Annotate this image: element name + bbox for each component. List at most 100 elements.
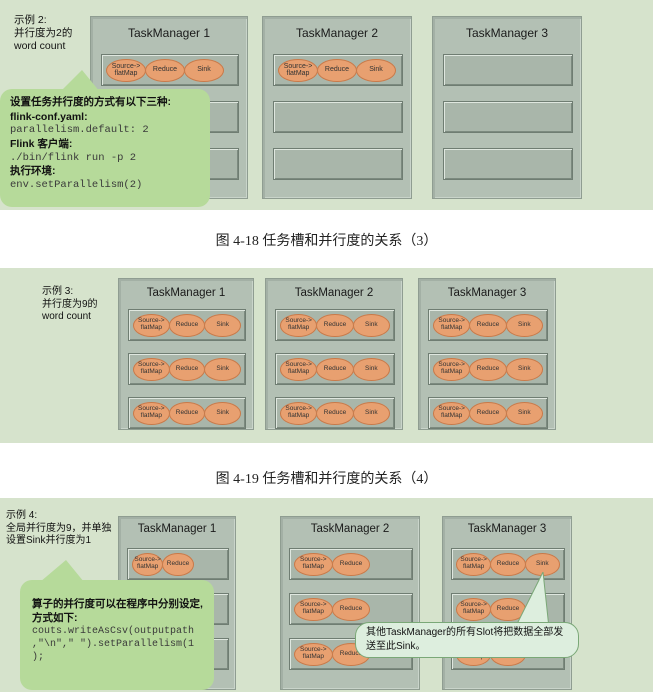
source-flatmap-operator: Source->flatMap (294, 597, 333, 621)
example-label: 示例 4: 全局并行度为9，并单独 设置Sink并行度为1 (6, 510, 112, 548)
source-flatmap-operator: Source->flatMap (280, 313, 318, 337)
callout-line: env.setParallelism(2) (10, 178, 143, 191)
bubble-pointer (514, 572, 550, 628)
reduce-operator: Reduce (168, 401, 206, 425)
source-flatmap-operator: Source->flatMap (433, 313, 471, 337)
sink-operator: Sink (184, 58, 224, 82)
task-slot (443, 101, 573, 133)
reduce-operator: Reduce (168, 313, 206, 337)
source-flatmap-operator: Source->flatMap (280, 357, 318, 381)
callout-pointer (60, 70, 100, 92)
source-flatmap-operator: Source->flatMap (294, 642, 333, 666)
callout-line: Flink 客户端: (10, 137, 73, 150)
source-flatmap-operator: Source->flatMap (278, 58, 318, 82)
task-manager-title: TaskManager 1 (127, 26, 211, 40)
callout-code-line: ); (32, 652, 45, 664)
example-label-line: 示例 3: (42, 286, 74, 297)
reduce-operator: Reduce (316, 401, 354, 425)
sink-operator: Sink (505, 357, 543, 381)
source-flatmap-operator: Source->flatMap (456, 597, 492, 621)
task-manager-3: TaskManager 3 (432, 16, 582, 199)
sink-operator: Sink (505, 313, 543, 337)
source-flatmap-operator: Source->flatMap (456, 552, 492, 576)
diagram-section-1: 示例 2: 并行度为2的 word count TaskManager 1 Sou… (0, 0, 653, 210)
callout-code-line: couts.writeAsCsv(outputpath (32, 626, 195, 638)
task-manager-title: TaskManager 2 (310, 523, 390, 535)
task-manager-title: TaskManager 2 (294, 287, 374, 299)
task-manager-title: TaskManager 2 (295, 26, 379, 40)
example-label: 示例 2: 并行度为2的 word count (14, 14, 72, 53)
example-label-line: 设置Sink并行度为1 (6, 535, 92, 546)
callout-line: ./bin/flink run -p 2 (10, 151, 137, 164)
example-label-line: word count (42, 311, 91, 322)
reduce-operator: Reduce (331, 597, 371, 621)
callout-code-line: ,"\n"," ").setParallelism(1 (32, 639, 195, 651)
callout-pointer (40, 560, 84, 582)
sink-operator: Sink (505, 401, 543, 425)
diagram-section-3: 示例 4: 全局并行度为9，并单独 设置Sink并行度为1 TaskManage… (0, 498, 653, 692)
reduce-operator: Reduce (469, 313, 507, 337)
sink-operator: Sink (204, 401, 241, 425)
example-label-line: 示例 2: (14, 14, 47, 26)
task-manager-title: TaskManager 1 (146, 287, 226, 299)
reduce-operator: Reduce (490, 597, 526, 621)
figure-caption: 图 4-19 任务槽和并行度的关系（4） (215, 472, 438, 487)
reduce-operator: Reduce (317, 58, 357, 82)
task-slot (273, 101, 403, 133)
reduce-operator: Reduce (316, 357, 354, 381)
callout-heading: 设置任务并行度的方式有以下三种: (10, 96, 171, 108)
parallelism-callout: 设置任务并行度的方式有以下三种: flink-conf.yaml: parall… (0, 89, 210, 207)
operator-parallelism-callout: 算子的并行度可以在程序中分别设定, 方式如下: couts.writeAsCsv… (20, 580, 214, 690)
source-flatmap-operator: Source->flatMap (133, 401, 170, 425)
sink-operator: Sink (352, 313, 390, 337)
example-label-line: word count (14, 40, 66, 53)
sink-operator: Sink (524, 552, 560, 576)
task-slot (443, 54, 573, 86)
sink-operator: Sink (356, 58, 396, 82)
reduce-operator: Reduce (469, 357, 507, 381)
source-flatmap-operator: Source->flatMap (433, 357, 471, 381)
sink-operator: Sink (352, 357, 390, 381)
example-label-line: 示例 4: (6, 510, 38, 521)
task-slot (273, 148, 403, 180)
task-slot (443, 148, 573, 180)
figure-caption: 图 4-18 任务槽和并行度的关系（3） (215, 234, 438, 249)
callout-line: 执行环境: (10, 165, 56, 178)
sink-operator: Sink (352, 401, 390, 425)
sink-note-bubble: 其他TaskManager的所有Slot将把数据全部发 送至此Sink。 (355, 622, 579, 658)
source-flatmap-operator: Source->flatMap (132, 552, 164, 576)
task-manager-title: TaskManager 3 (467, 523, 547, 535)
example-label-line: 全局并行度为9，并单独 (6, 522, 112, 534)
source-flatmap-operator: Source->flatMap (280, 401, 318, 425)
reduce-operator: Reduce (469, 401, 507, 425)
callout-heading-line: 算子的并行度可以在程序中分别设定, (32, 598, 203, 610)
reduce-operator: Reduce (168, 357, 206, 381)
example-label-line: 并行度为2的 (14, 27, 73, 40)
task-manager-title: TaskManager 1 (137, 523, 217, 535)
source-flatmap-operator: Source->flatMap (133, 357, 170, 381)
source-flatmap-operator: Source->flatMap (433, 401, 471, 425)
task-manager-title: TaskManager 3 (465, 26, 549, 40)
callout-line: flink-conf.yaml: (10, 110, 88, 123)
